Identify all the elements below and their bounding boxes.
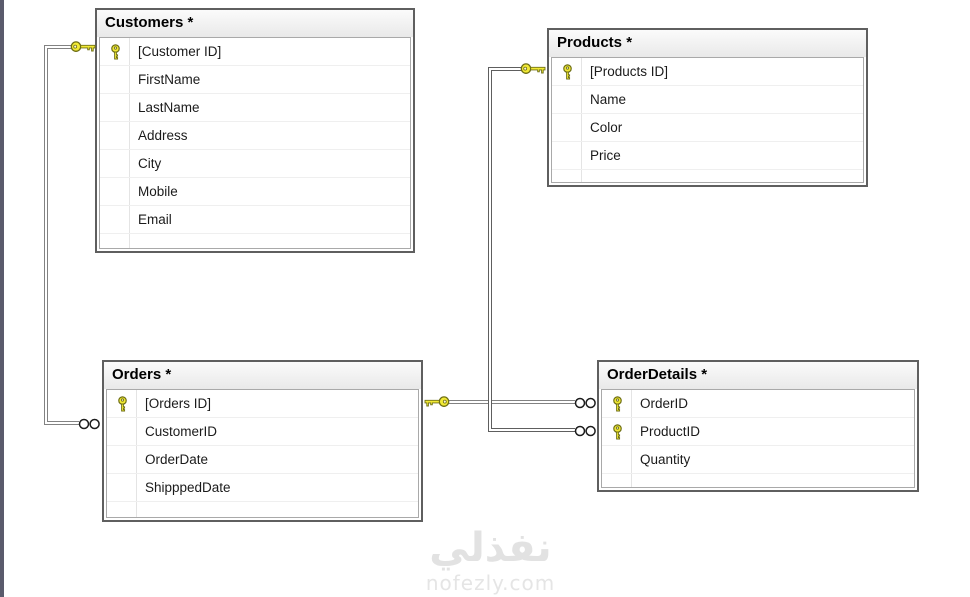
field-row[interactable]: Quantity [602,446,914,474]
key-icon [100,38,130,65]
key-icon [552,58,582,85]
field-row[interactable]: [Customer ID] [100,38,410,66]
many-end-infinity-icon [78,417,101,435]
relationship-products-orderdetails[interactable] [488,67,575,432]
field-name: Color [590,120,623,135]
table-orderdetails[interactable]: OrderDetails * OrderID ProductID Quantit… [597,360,919,492]
field-name: City [138,156,162,171]
field-name: Price [590,148,621,163]
field-row[interactable]: CustomerID [107,418,418,446]
field-row[interactable]: Color [552,114,863,142]
icon-cell [100,206,130,233]
many-end-infinity-icon [574,424,597,442]
field-row[interactable]: [Products ID] [552,58,863,86]
field-name: FirstName [138,72,201,87]
watermark-arabic-text: نفذلي [429,525,552,571]
modified-mark: * [701,366,708,383]
field-name: ShipppedDate [145,480,231,495]
table-products[interactable]: Products * [Products ID] Name Color Pric… [547,28,868,187]
table-orders-body: [Orders ID] CustomerID OrderDate Shipppe… [106,389,419,518]
table-customers-body: [Customer ID] FirstName LastName Address… [99,37,411,249]
table-orders[interactable]: Orders * [Orders ID] CustomerID OrderDat… [102,360,423,522]
field-row[interactable]: ShipppedDate [107,474,418,502]
field-row[interactable]: Address [100,122,410,150]
field-name: CustomerID [145,424,218,439]
many-end-infinity-icon [574,396,597,414]
icon-cell [552,114,582,141]
icon-cell [100,178,130,205]
field-row[interactable]: City [100,150,410,178]
icon-column-divider [631,390,632,487]
key-icon [602,390,632,417]
icon-cell [100,150,130,177]
table-products-header[interactable]: Products * [549,30,866,57]
one-end-key-icon [520,63,546,81]
field-row[interactable]: ProductID [602,418,914,446]
field-name: [Products ID] [590,64,669,79]
table-orderdetails-body: OrderID ProductID Quantity [601,389,915,488]
field-name: Quantity [640,452,691,467]
table-title: Products [557,34,623,51]
icon-column-divider [136,390,137,517]
field-row[interactable]: Price [552,142,863,170]
table-customers-header[interactable]: Customers * [97,10,413,37]
field-name: OrderID [640,396,689,411]
icon-cell [552,142,582,169]
icon-cell [100,122,130,149]
one-end-key-icon [70,41,96,59]
icon-cell [107,446,137,473]
table-products-body: [Products ID] Name Color Price [551,57,864,183]
modified-mark: * [165,366,172,383]
modified-mark: * [187,14,194,31]
table-orders-header[interactable]: Orders * [104,362,421,389]
key-icon [107,390,137,417]
one-end-key-icon [424,396,450,414]
field-name: Mobile [138,184,178,199]
field-name: Name [590,92,627,107]
field-row[interactable]: OrderID [602,390,914,418]
field-row[interactable]: [Orders ID] [107,390,418,418]
icon-cell [552,86,582,113]
icon-cell [107,418,137,445]
modified-mark: * [626,34,633,51]
field-row[interactable]: OrderDate [107,446,418,474]
field-row[interactable]: Email [100,206,410,234]
field-name: OrderDate [145,452,209,467]
field-row[interactable]: LastName [100,94,410,122]
key-icon [602,418,632,445]
table-title: Orders [112,366,162,383]
icon-cell [100,66,130,93]
field-name: [Orders ID] [145,396,212,411]
table-customers[interactable]: Customers * [Customer ID] FirstName Last… [95,8,415,253]
field-name: [Customer ID] [138,44,222,59]
watermark: نفذلي nofezly.com [408,526,573,595]
icon-column-divider [581,58,582,182]
relationship-customers-orders[interactable] [44,45,79,425]
icon-cell [602,446,632,473]
field-name: Address [138,128,188,143]
field-name: LastName [138,100,200,115]
watermark-site-text: nofezly.com [425,571,556,595]
field-name: Email [138,212,172,227]
icon-cell [100,94,130,121]
field-row[interactable]: Name [552,86,863,114]
window-left-edge [0,0,4,597]
table-orderdetails-header[interactable]: OrderDetails * [599,362,917,389]
icon-column-divider [129,38,130,248]
table-title: OrderDetails [607,366,698,383]
field-name: ProductID [640,424,701,439]
icon-cell [107,474,137,501]
field-row[interactable]: FirstName [100,66,410,94]
table-title: Customers [105,14,184,31]
field-row[interactable]: Mobile [100,178,410,206]
